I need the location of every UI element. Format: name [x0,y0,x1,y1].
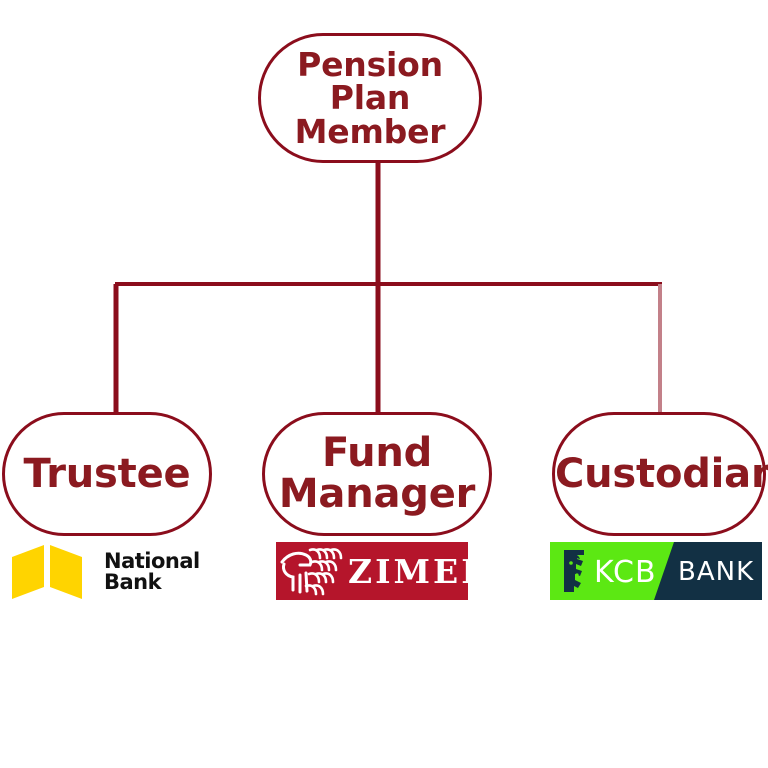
kcb-bank-wordmark: BANK [678,557,754,587]
node-trustee-label: Trustee [23,450,191,497]
node-fund-manager[interactable]: Fund Manager [262,412,492,536]
national-bank-word-line1: National [104,549,200,573]
kcb-left-panel [550,542,674,600]
kcb-lion-icon [564,550,584,592]
national-bank-logo: National Bank [10,541,225,603]
national-bank-word-line2: Bank [104,570,162,594]
national-bank-wordmark: National Bank [104,551,200,593]
zimele-logo: ZIMELE [276,542,468,600]
national-bank-mark-icon [12,545,82,599]
node-pension-plan-member-label: Pension Plan Member [294,44,446,151]
kcb-wordmark: KCB [594,555,657,590]
node-pension-plan-member[interactable]: Pension Plan Member [258,33,482,163]
node-custodian-label: Custodian [555,450,768,497]
node-fund-manager-label: Fund Manager [278,430,476,517]
node-custodian[interactable]: Custodian [552,412,768,536]
node-trustee[interactable]: Trustee [2,412,212,536]
zimele-wordmark: ZIMELE [348,551,468,591]
kcb-bank-logo: KCB BANK [550,542,762,600]
zimele-animal-mark-icon [280,548,343,596]
